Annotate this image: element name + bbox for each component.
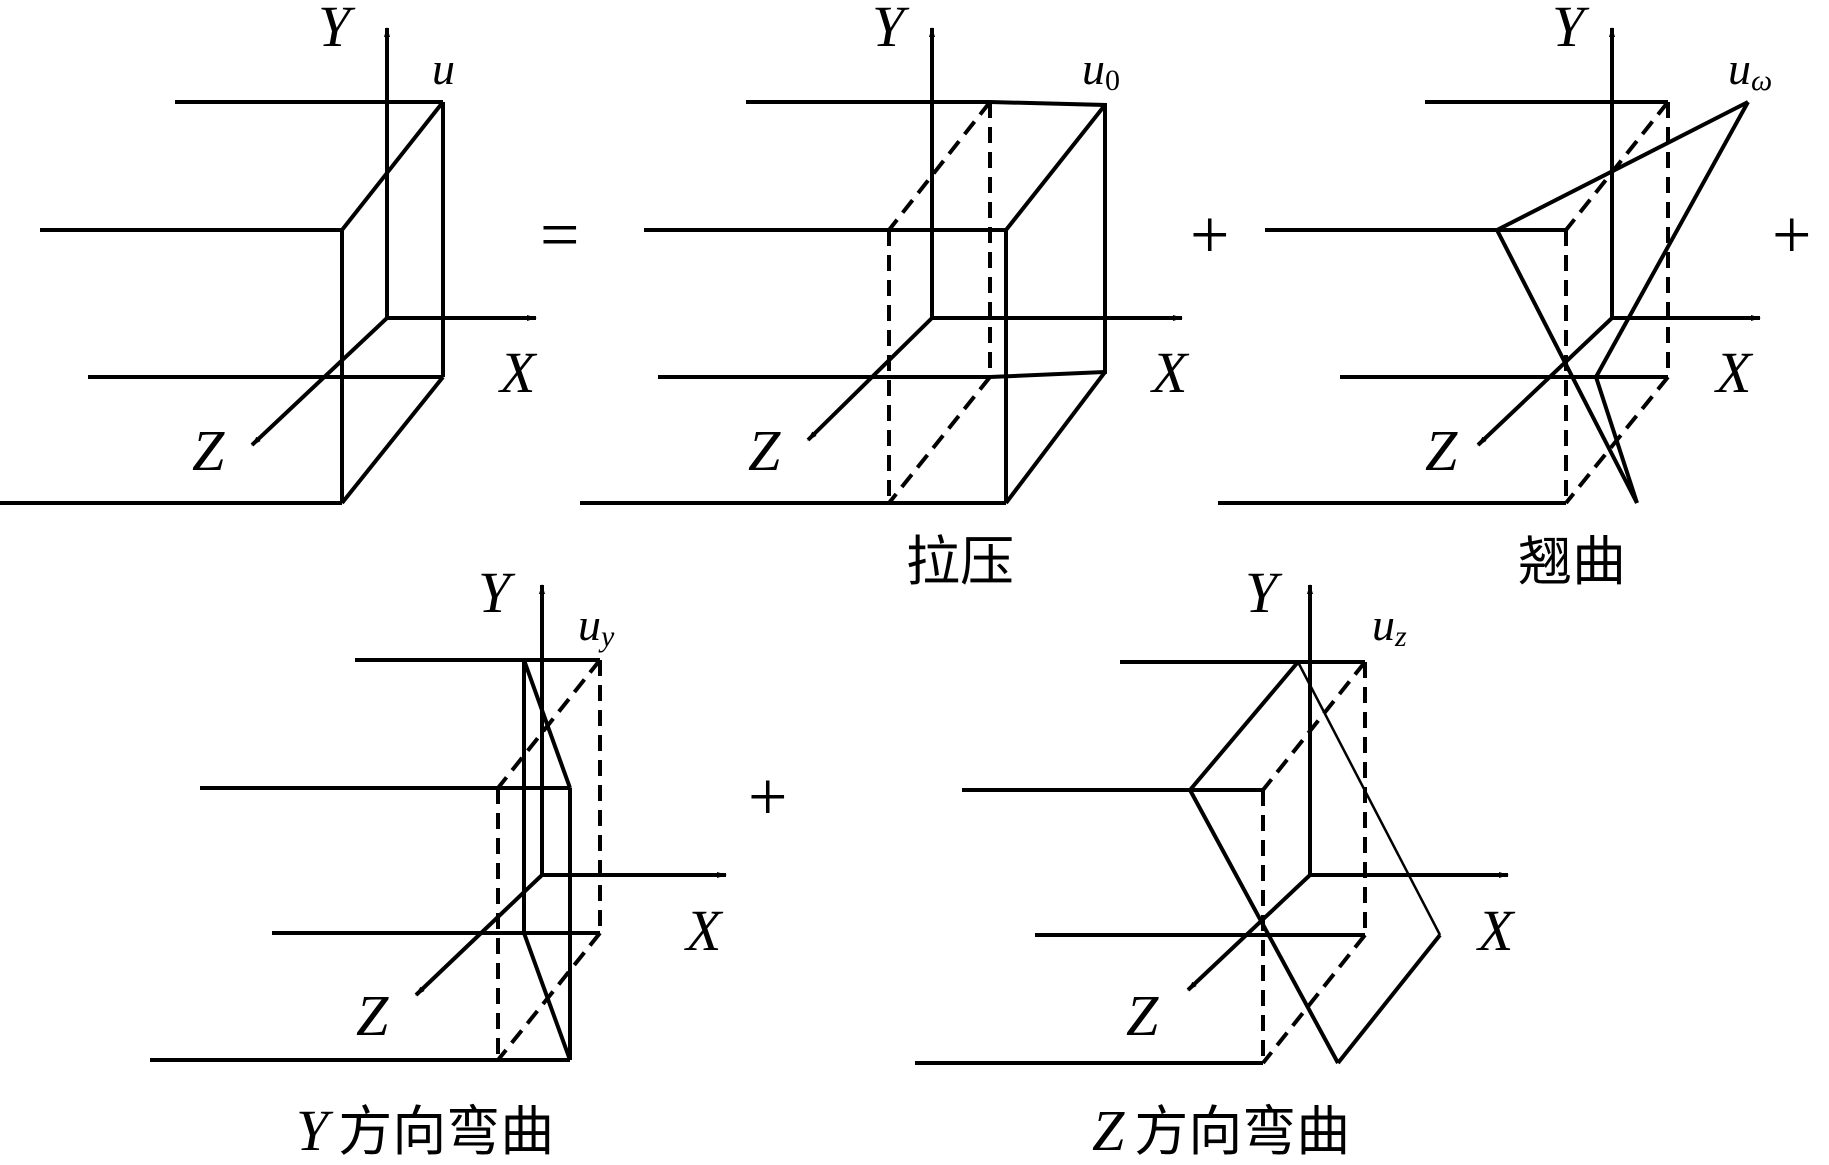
displaced-section bbox=[1004, 370, 1107, 505]
bent-section bbox=[522, 659, 572, 789]
equals-operator: = bbox=[540, 197, 579, 274]
section-edge bbox=[340, 375, 445, 505]
y-axis-label: Y bbox=[478, 560, 516, 625]
x-axis-label: X bbox=[1714, 340, 1754, 405]
plus-operator: + bbox=[1772, 197, 1811, 274]
z-axis-label: Z bbox=[1126, 983, 1159, 1048]
displacement-label: uy bbox=[578, 599, 615, 653]
y-axis-label: Y bbox=[1552, 0, 1590, 59]
displacement-label: u bbox=[432, 43, 455, 94]
z-axis-arrow bbox=[1186, 873, 1312, 992]
x-axis-label: X bbox=[498, 340, 538, 405]
warped-section bbox=[1496, 100, 1749, 232]
z-axis-arrow bbox=[414, 873, 544, 997]
panel-caption: 拉压 bbox=[906, 530, 1014, 593]
warped-section bbox=[1495, 229, 1639, 504]
z-axis-arrow bbox=[806, 316, 934, 442]
displacement-label: u0 bbox=[1082, 43, 1120, 97]
displacement-label: uω bbox=[1728, 43, 1772, 97]
panel-caption: 翘曲 bbox=[1518, 530, 1626, 593]
bent-section bbox=[522, 932, 572, 1061]
panel-tension: Y X Z u0 拉压 bbox=[580, 0, 1190, 593]
y-axis-label: Y bbox=[318, 0, 356, 59]
bent-section bbox=[1296, 661, 1442, 936]
original-section-edge bbox=[1261, 660, 1367, 792]
plus-operator: + bbox=[1190, 197, 1229, 274]
panel-total: Y X Z u bbox=[0, 0, 538, 505]
section-edge bbox=[340, 100, 445, 232]
warped-section bbox=[1594, 101, 1750, 378]
z-axis-label: Z bbox=[748, 418, 781, 483]
displaced-section bbox=[989, 100, 1107, 379]
displaced-section bbox=[1004, 103, 1107, 232]
panel-warping: Y X Z uω 翘曲 bbox=[1218, 0, 1772, 593]
original-section-edge bbox=[887, 375, 992, 505]
x-axis-label: X bbox=[1476, 898, 1516, 963]
y-axis-label: Y bbox=[872, 0, 910, 59]
x-axis-label: X bbox=[684, 898, 724, 963]
plus-operator: + bbox=[748, 759, 787, 836]
z-axis-arrow bbox=[250, 316, 389, 447]
bent-section bbox=[1188, 789, 1340, 1064]
y-axis-label: Y bbox=[1245, 560, 1283, 625]
original-section-edge bbox=[1564, 100, 1670, 232]
z-axis-label: Z bbox=[356, 983, 389, 1048]
bent-section bbox=[1336, 933, 1442, 1065]
z-axis-arrow bbox=[1476, 316, 1614, 447]
z-axis-label: Z bbox=[192, 418, 225, 483]
original-section-edge bbox=[1261, 933, 1367, 1065]
bent-section bbox=[1188, 660, 1300, 792]
warped-section bbox=[1594, 376, 1639, 504]
original-section-edge bbox=[887, 100, 992, 232]
z-axis-label: Z bbox=[1425, 418, 1458, 483]
x-axis-label: X bbox=[1150, 340, 1190, 405]
displacement-label: uz bbox=[1372, 599, 1407, 653]
